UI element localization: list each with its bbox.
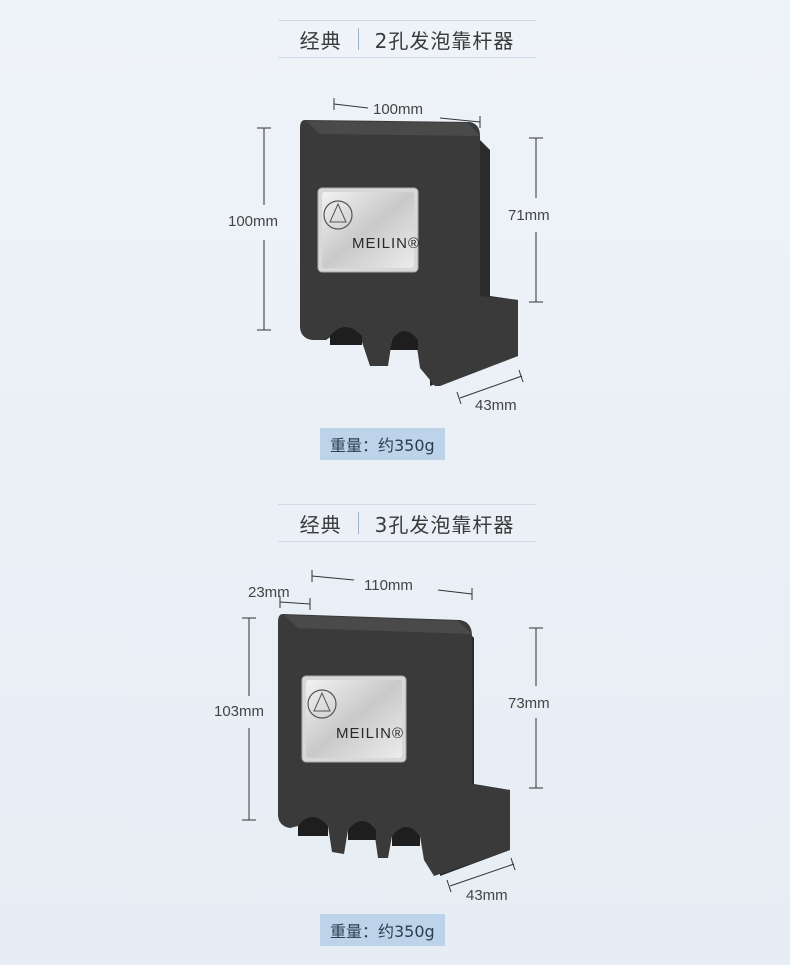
product-1-width-label: 100mm bbox=[373, 101, 423, 118]
product-1-weight-text: 重量：约350g bbox=[330, 436, 435, 455]
product-2-title-right: 3孔发泡靠杆器 bbox=[374, 512, 515, 537]
product-2-weight-badge: 重量：约350g bbox=[320, 914, 445, 946]
product-2-brand-plate: MEILIN® bbox=[301, 675, 407, 763]
product-1-title-right: 2孔发泡靠杆器 bbox=[374, 28, 515, 53]
brand-logo-icon bbox=[323, 200, 353, 230]
product-1-title-left: 经典 bbox=[299, 28, 342, 53]
product-2-inner-height-label: 73mm bbox=[508, 695, 550, 712]
product-2-depth-label: 43mm bbox=[466, 887, 508, 904]
product-1-inner-height-label: 71mm bbox=[508, 207, 550, 224]
product-1-dimension-lines bbox=[257, 98, 543, 405]
product-1-title: 经典 2孔发泡靠杆器 bbox=[278, 20, 536, 58]
product-1-weight-badge: 重量：约350g bbox=[320, 428, 445, 460]
product-2-height-label: 103mm bbox=[214, 703, 264, 720]
product-2-dimension-lines bbox=[242, 570, 543, 893]
product-2-brand-text: MEILIN® bbox=[336, 725, 404, 742]
product-2-offset-label: 23mm bbox=[248, 584, 290, 601]
product-1-height-label: 100mm bbox=[228, 213, 278, 230]
title-divider bbox=[357, 28, 359, 50]
product-2-title: 经典 3孔发泡靠杆器 bbox=[278, 504, 536, 542]
product-2-title-left: 经典 bbox=[299, 512, 342, 537]
product-2-width-label: 110mm bbox=[364, 577, 413, 594]
product-1-depth-label: 43mm bbox=[475, 397, 517, 414]
product-1-brand-plate: MEILIN® bbox=[317, 187, 420, 273]
title-divider bbox=[357, 512, 359, 534]
product-1-brand-text: MEILIN® bbox=[352, 235, 420, 252]
brand-logo-icon bbox=[307, 689, 337, 719]
product-2-weight-text: 重量：约350g bbox=[330, 922, 435, 941]
